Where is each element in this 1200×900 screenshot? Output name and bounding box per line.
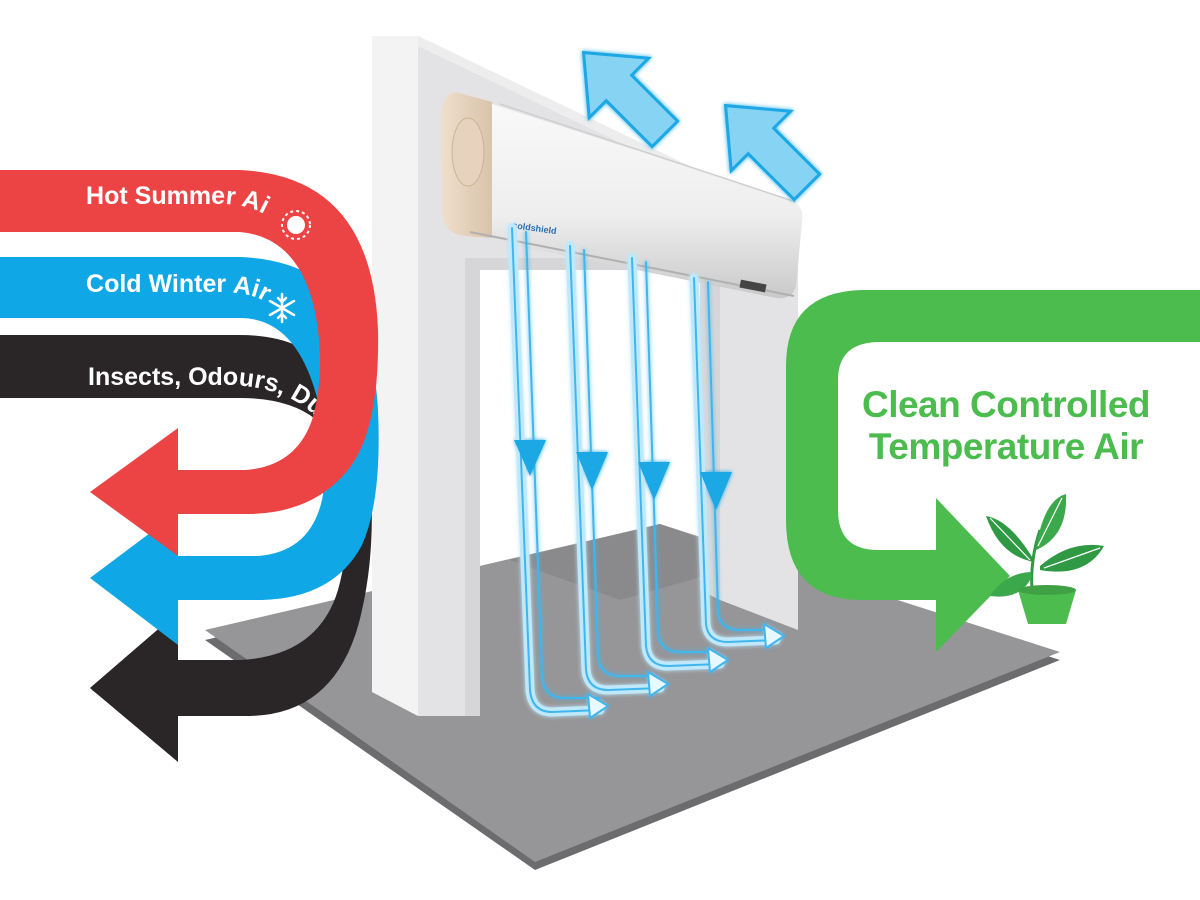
clean-air-title-line-2: Temperature Air [868,426,1144,467]
cold-band: Cold Winter Air [0,257,379,645]
intake-arrow-2-icon [723,103,822,202]
stream-4 [689,273,785,649]
intake-arrows [581,50,822,202]
intake-arrow-1-icon [581,50,680,149]
sun-icon [281,210,311,240]
down-arrow-3-icon [638,462,670,500]
clean-air-title-line-1: Clean Controlled [861,384,1151,425]
plant-icon [986,494,1104,624]
downflow-streams [507,223,785,719]
air-curtain-unit: coldshield [440,92,803,299]
down-arrow-1-icon [514,440,546,476]
clean-band [786,290,1200,652]
stream-1 [507,223,609,719]
clean-air-title: Clean Controlled Temperature Air [836,384,1176,468]
stream-3 [627,253,729,673]
down-arrow-4-icon [700,472,732,510]
stream-2 [565,241,669,697]
snowflake-icon [268,292,296,324]
down-arrow-2-icon [576,452,608,490]
